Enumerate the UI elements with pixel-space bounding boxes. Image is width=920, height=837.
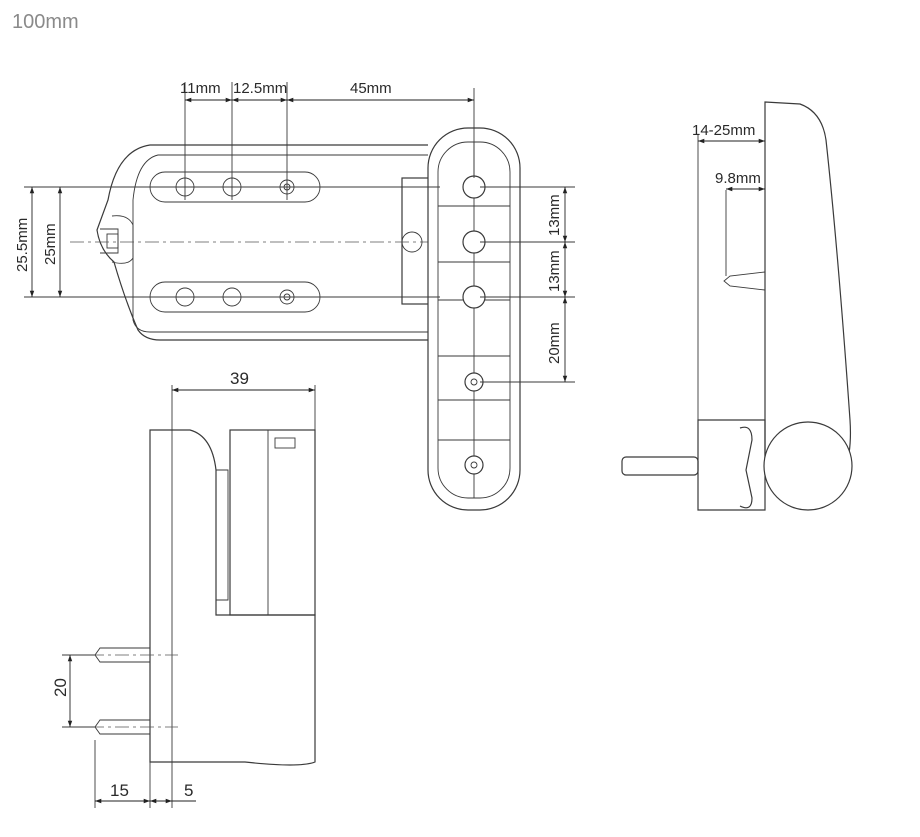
dim-13mm-a-label: 13mm	[546, 194, 563, 236]
plate-hole-5	[464, 455, 484, 475]
knuckle-pin	[401, 231, 423, 253]
front-extension-lines	[62, 385, 316, 808]
dim-13mm-b-label: 13mm	[546, 250, 563, 292]
left-clip-slot	[106, 233, 119, 249]
front-block-tab	[274, 437, 296, 449]
frame-body-inner	[132, 154, 428, 333]
dim-25-5mm-label: 25.5mm	[14, 218, 31, 272]
side-view: 14-25mm 9.8mm	[621, 101, 853, 511]
side-barrel	[763, 421, 853, 511]
dim-14-25mm-label: 14-25mm	[692, 122, 755, 139]
plate-hole-4-center	[470, 378, 478, 386]
knuckle-block	[401, 177, 431, 305]
dim-11mm-label: 11mm	[180, 80, 221, 97]
side-pin-stub	[723, 271, 766, 291]
front-leaf-outline	[149, 429, 316, 766]
dim-45mm-label: 45mm	[350, 80, 392, 97]
dim-20mm-label: 20mm	[546, 322, 563, 364]
top-view: 11mm 12.5mm 45mm 25.5mm 25mm 13mm 13mm 2…	[14, 80, 575, 511]
front-hinge-block	[229, 429, 316, 616]
front-view: 39 20 15 5	[51, 369, 316, 808]
dim-12-5mm-label: 12.5mm	[233, 80, 287, 97]
dim-25mm-label: 25mm	[42, 223, 59, 265]
dim-20-label: 20	[51, 678, 70, 697]
dim-9-8mm-label: 9.8mm	[715, 170, 761, 187]
dim-5-label: 5	[184, 781, 193, 800]
side-hinge-knuckle	[739, 426, 753, 509]
page-title: 100mm	[12, 11, 79, 33]
plate-hole-5-center	[470, 461, 478, 469]
frame-body-outline	[96, 144, 428, 341]
dim-15-label: 15	[110, 781, 129, 800]
left-clip	[100, 215, 134, 264]
dim-39-label: 39	[230, 369, 249, 388]
side-leaf-outline	[764, 101, 852, 471]
front-spacer	[216, 469, 229, 601]
side-dowel	[621, 456, 699, 476]
side-hinge-body	[697, 419, 766, 511]
